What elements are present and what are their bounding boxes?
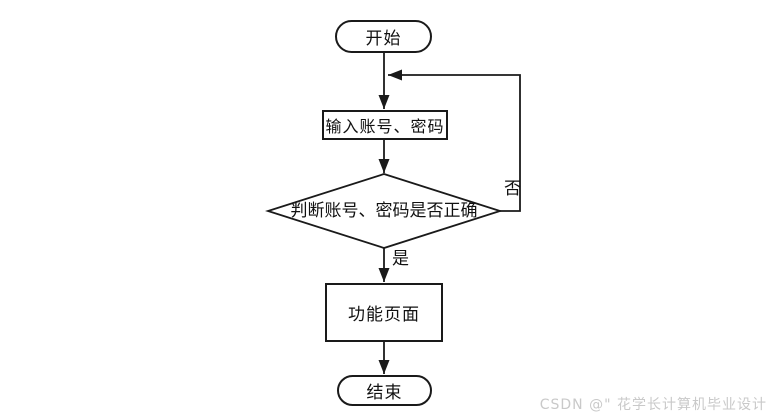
connector-no-feedback xyxy=(388,69,521,212)
decision-node-label: 判断账号、密码是否正确 xyxy=(290,201,478,221)
function-node: 功能页面 xyxy=(325,283,443,342)
input-node-label: 输入账号、密码 xyxy=(325,117,445,136)
start-node-label: 开始 xyxy=(365,29,402,49)
end-node: 结束 xyxy=(337,375,432,406)
end-node-label: 结束 xyxy=(366,383,403,403)
input-node: 输入账号、密码 xyxy=(322,110,448,140)
watermark: CSDN @" 花学长计算机毕业设计 xyxy=(539,397,767,413)
start-node: 开始 xyxy=(335,20,432,53)
decision-diamond-shape xyxy=(265,173,503,249)
edge-label-yes: 是 xyxy=(392,249,409,269)
edge-label-no: 否 xyxy=(504,179,521,199)
function-node-label: 功能页面 xyxy=(348,305,420,325)
